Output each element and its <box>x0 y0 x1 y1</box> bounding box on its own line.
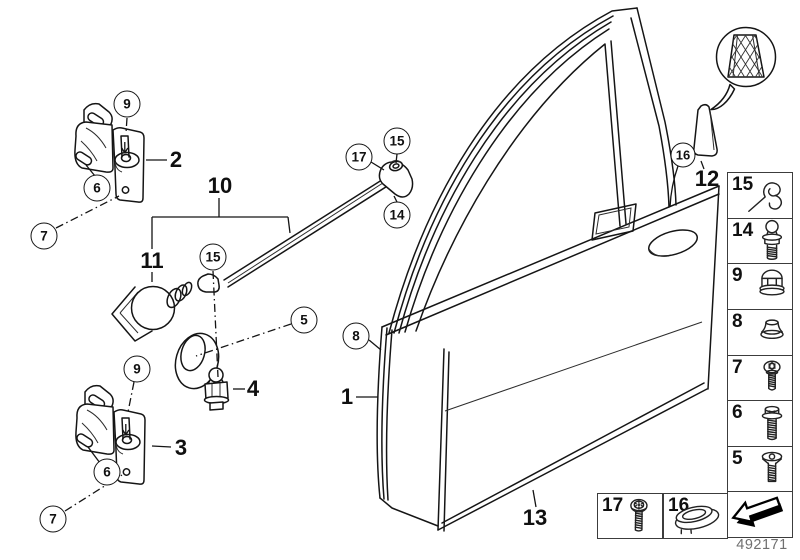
diagram-number: 492171 <box>736 537 788 553</box>
callout-8-door-edge[interactable]: 8 <box>342 322 370 350</box>
legend-item-9[interactable]: 9 <box>727 264 793 310</box>
part-box-16[interactable]: 16 <box>663 493 728 539</box>
callout-17-strap-screw[interactable]: 17 <box>345 143 373 171</box>
callout-9-lower-hinge-pin[interactable]: 9 <box>123 355 151 383</box>
label-upper-hinge[interactable]: 2 <box>169 147 183 172</box>
part-box-number: 17 <box>602 495 624 516</box>
legend-item-6[interactable]: 6 <box>727 401 793 447</box>
countersunk-screw-icon <box>761 451 783 482</box>
door-outline-drawing <box>376 7 720 532</box>
callout-14-strap-ball-pin[interactable]: 14 <box>383 201 411 229</box>
legend-number: 7 <box>732 356 743 378</box>
callout-5-bracket-screw[interactable]: 5 <box>290 306 318 334</box>
callout-6-lower-hinge-slot[interactable]: 6 <box>93 458 121 486</box>
label-trim-triangle[interactable]: 12 <box>694 166 720 191</box>
callout-15-strap-clip-mid[interactable]: 15 <box>199 243 227 271</box>
window-slot <box>591 203 637 241</box>
ball-pin-icon <box>761 219 783 260</box>
label-door[interactable]: 1 <box>340 384 354 409</box>
legend-item-14[interactable]: 14 <box>727 218 793 265</box>
callout-7-upper-hinge-bolt[interactable]: 7 <box>30 222 58 250</box>
leader-lines <box>55 117 705 512</box>
legend-number: 8 <box>732 310 743 332</box>
direction-arrow-icon <box>731 496 784 528</box>
trim-triangle-drawing <box>693 103 718 157</box>
label-check-strap[interactable]: 10 <box>207 173 233 198</box>
label-door-skin[interactable]: 13 <box>522 505 548 530</box>
magnifier-balloon <box>710 26 777 111</box>
legend-item-8[interactable]: 8 <box>727 309 793 356</box>
callout-9-upper-hinge-pin[interactable]: 9 <box>113 90 141 118</box>
upper-hinge-drawing <box>74 102 145 203</box>
legend-number: 6 <box>732 402 743 424</box>
label-lower-hinge[interactable]: 3 <box>174 435 188 460</box>
legend-item-15[interactable]: 15 <box>727 172 793 219</box>
callout-6-upper-hinge-slot[interactable]: 6 <box>83 174 111 202</box>
legend-number: 15 <box>732 174 754 195</box>
callout-15-strap-clip-top[interactable]: 15 <box>383 127 411 155</box>
spring-clip-icon <box>748 182 783 212</box>
callout-16-frame-plug[interactable]: 16 <box>670 142 696 168</box>
hex-flange-bolt-icon <box>761 405 783 441</box>
label-boot[interactable]: 11 <box>140 248 164 273</box>
door-handle-recess <box>648 229 698 257</box>
label-pin-bracket[interactable]: 4 <box>246 376 260 401</box>
travel-direction-arrow-box <box>727 492 793 538</box>
legend-number: 9 <box>732 265 743 287</box>
torx-flange-screw-icon <box>630 498 648 532</box>
legend-number: 14 <box>732 219 754 241</box>
legend-number: 5 <box>732 447 743 469</box>
legend-item-5[interactable]: 5 <box>727 446 793 493</box>
fastener-legend: 15 14 9 8 <box>727 172 793 538</box>
callout-7-lower-hinge-bolt[interactable]: 7 <box>39 505 67 533</box>
legend-item-7[interactable]: 7 <box>727 355 793 402</box>
pan-head-screw-icon <box>763 360 781 391</box>
boot-drawing <box>111 281 193 342</box>
pin-bracket-drawing <box>174 332 230 411</box>
check-strap-drawing <box>197 160 414 293</box>
part-box-17[interactable]: 17 <box>597 493 663 539</box>
hinge-pin <box>120 135 130 158</box>
plug-icon <box>760 319 784 339</box>
cap-nut-icon <box>759 269 785 296</box>
oval-plug-icon <box>674 505 720 535</box>
